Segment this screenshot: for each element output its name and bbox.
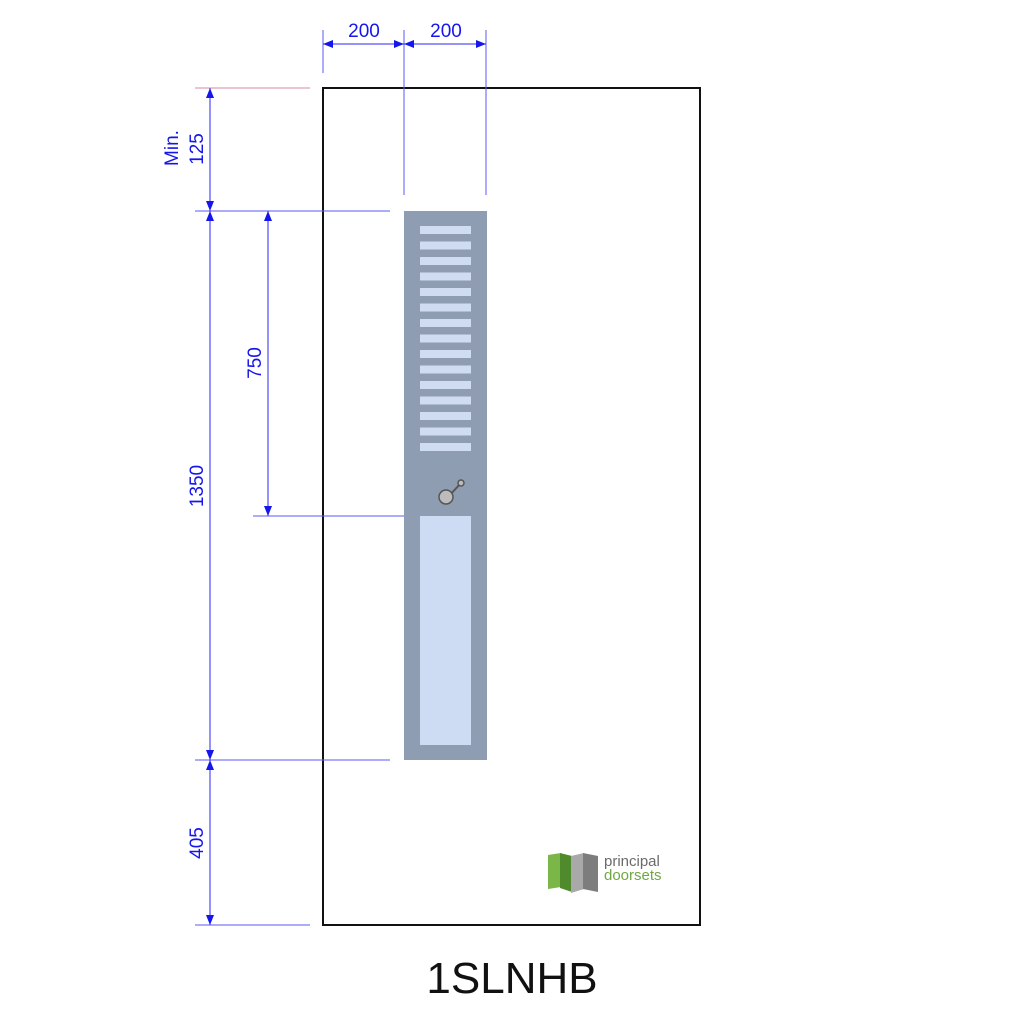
- louvre-slat: [420, 350, 471, 358]
- louvre-slat: [420, 412, 471, 420]
- louvre-slat: [420, 319, 471, 327]
- dimension-bottom-label: 405: [187, 827, 208, 859]
- logo-leaf-4: [583, 853, 598, 892]
- louvre-slat: [420, 272, 471, 281]
- louvre-slat: [420, 396, 471, 405]
- principal-doorsets-logo: principal doorsets: [548, 853, 662, 893]
- louvre-slat: [420, 226, 471, 234]
- dimension-left-label: 200: [348, 21, 380, 42]
- dimension-to-glass-label: 750: [245, 347, 266, 379]
- glass-pane: [420, 516, 471, 745]
- model-code-label: 1SLNHB: [426, 954, 597, 1003]
- louvre-slat: [420, 334, 471, 343]
- logo-text-line2: doorsets: [604, 867, 662, 884]
- dimension-right-label: 200: [430, 21, 462, 42]
- vertical-dimensions: Min. 125 750 1350 405: [162, 87, 404, 926]
- dimension-top-label: 125: [187, 133, 208, 165]
- louvre-slat: [420, 365, 471, 374]
- lock-icon: [438, 479, 465, 505]
- louvre-slat: [420, 443, 471, 451]
- dimension-top-prefix-label: Min.: [162, 130, 183, 166]
- louvre-slat: [420, 381, 471, 389]
- logo-leaf-1: [548, 853, 561, 889]
- louvre-slat: [420, 288, 471, 296]
- louvre-slat: [420, 427, 471, 436]
- louvre-slat: [420, 257, 471, 265]
- louvre-slats: [420, 226, 471, 451]
- logo-leaf-3: [571, 853, 584, 893]
- logo-leaf-2: [560, 853, 572, 892]
- dimension-panel-label: 1350: [187, 465, 208, 507]
- door-leaf-outline: [322, 87, 701, 926]
- louvre-slat: [420, 241, 471, 250]
- louvre-slat: [420, 303, 471, 312]
- horizontal-dimensions: 200 200: [322, 21, 487, 195]
- logo-text-line1: principal: [604, 853, 660, 870]
